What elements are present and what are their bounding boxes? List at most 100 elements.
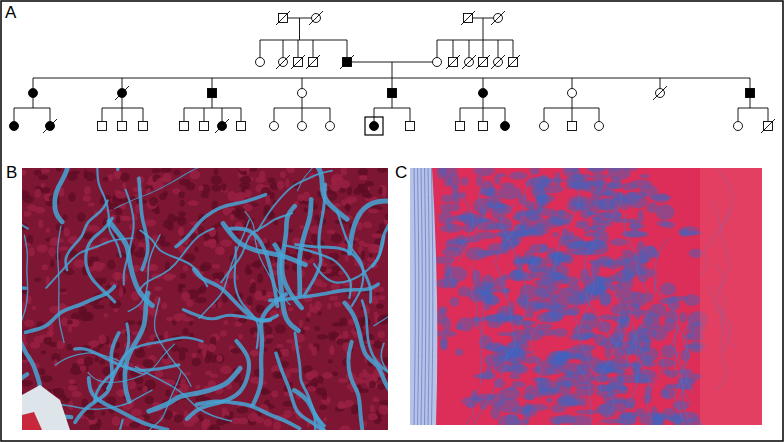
myocyte	[66, 344, 72, 350]
fibrosis-streak	[295, 333, 325, 426]
myocyte	[273, 371, 282, 379]
fibrosis-streak	[114, 168, 210, 209]
myocyte	[334, 302, 342, 307]
myocyte	[34, 277, 41, 281]
fibrosis-patch	[644, 338, 650, 353]
myocyte	[98, 334, 106, 344]
myocyte	[173, 314, 181, 322]
fibrosis-patch	[655, 414, 669, 421]
pedigree-line	[302, 98, 303, 109]
pedigree-line	[241, 108, 242, 122]
myocyte	[22, 170, 26, 176]
pedigree-symbol	[506, 55, 520, 69]
fibrosis-patch	[439, 306, 447, 313]
myocyte	[332, 322, 342, 326]
pedigree-symbol	[653, 86, 667, 100]
myocyte	[23, 211, 31, 217]
fibrosis-patch	[556, 381, 572, 394]
myocyte	[34, 170, 42, 175]
myocyte	[54, 388, 65, 397]
deceased-slash	[291, 55, 305, 69]
myocyte	[208, 344, 216, 353]
myocyte	[368, 209, 379, 214]
fibrosis-streak	[194, 269, 270, 320]
fibrosis-strand	[506, 171, 534, 240]
myocyte	[38, 220, 43, 228]
deceased-slash	[43, 119, 57, 133]
fibrosis-patch	[450, 297, 460, 307]
myocyte	[183, 328, 189, 335]
fibrosis-patch	[660, 283, 676, 296]
fibrosis-patch	[615, 211, 621, 222]
fibrosis-streak	[381, 343, 388, 430]
fibrosis-patch	[679, 312, 687, 323]
myocyte	[326, 229, 335, 234]
fibrosis-patch	[440, 336, 448, 350]
deceased-slash	[306, 55, 320, 69]
myocyte	[277, 181, 285, 190]
fibrosis-patch	[575, 386, 595, 396]
pedigree-symbol	[406, 122, 415, 131]
myocyte	[131, 409, 142, 417]
male-symbol	[237, 122, 246, 131]
fibrosis-patch	[628, 195, 648, 209]
male-symbol	[746, 89, 755, 98]
myocyte	[143, 359, 154, 368]
pedigree-line	[498, 40, 499, 58]
myocyte	[80, 365, 87, 371]
panel-label: C	[395, 164, 407, 181]
myocyte	[33, 336, 44, 344]
myocyte	[22, 380, 33, 387]
pedigree-symbol	[491, 55, 505, 69]
pedigree-symbol	[276, 55, 290, 69]
pedigree-line	[204, 108, 205, 122]
myocyte	[103, 177, 109, 181]
myocyte	[79, 312, 91, 322]
deceased-slash	[461, 11, 475, 25]
myocyte	[71, 391, 82, 397]
myocyte	[40, 168, 50, 173]
fibrosis-strand	[480, 298, 484, 385]
fibrosis-patch	[522, 301, 542, 312]
fibrosis-patch	[518, 194, 527, 204]
myocyte	[266, 334, 274, 338]
pedigree-line	[50, 108, 51, 122]
myocyte	[275, 324, 286, 333]
myocyte	[239, 168, 250, 172]
myocyte	[221, 407, 227, 413]
pedigree-line	[483, 98, 484, 109]
pedigree-symbol	[761, 119, 775, 133]
fibrosis-patch	[609, 239, 628, 246]
band-fibre	[425, 168, 426, 425]
fibrosis-patch	[583, 224, 591, 232]
pedigree-line	[453, 40, 454, 58]
fibrosis-patch	[623, 168, 637, 171]
pedigree-symbol	[215, 119, 229, 133]
myocyte	[38, 175, 48, 180]
female-symbol	[298, 122, 307, 131]
fibrosis-patch	[505, 413, 519, 425]
fibrosis-patch	[547, 271, 561, 281]
fibrosis-patch	[470, 219, 478, 228]
myocyte	[341, 168, 348, 175]
myocyte	[331, 177, 336, 184]
myocyte	[242, 171, 247, 175]
fibrosis-patch	[672, 401, 689, 410]
myocyte	[284, 410, 293, 418]
fibrosis-streak	[55, 353, 145, 375]
deceased-slash	[340, 55, 354, 69]
pedigree-symbol	[115, 86, 129, 100]
myocyte	[28, 247, 35, 256]
pedigree-line	[544, 108, 545, 122]
proband-box	[365, 117, 383, 135]
pedigree-symbol	[479, 122, 488, 131]
tissue-ground	[410, 168, 762, 425]
fibrosis-strand	[683, 317, 693, 393]
pedigree-line	[302, 78, 303, 89]
myocyte	[201, 262, 211, 271]
fibrosis-patch	[442, 317, 451, 333]
myocyte	[297, 194, 304, 202]
myocyte	[189, 333, 194, 337]
fibrosis-patch	[604, 168, 621, 171]
